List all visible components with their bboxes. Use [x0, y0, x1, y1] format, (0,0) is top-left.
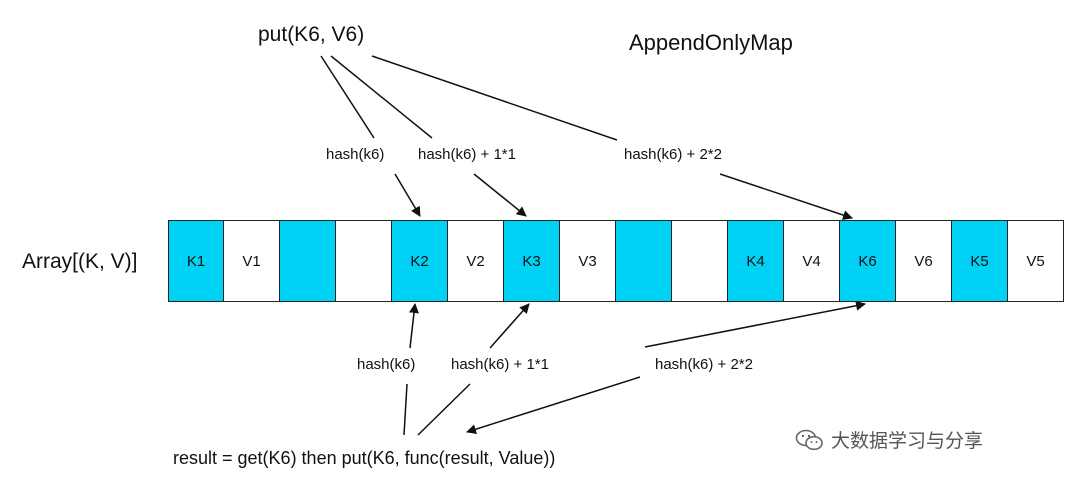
wechat-icon: [795, 429, 823, 450]
key-cell: [616, 220, 672, 302]
key-cell: K2: [392, 220, 448, 302]
bottom-hash-label-3: hash(k6) + 2*2: [655, 356, 753, 373]
key-cell: K5: [952, 220, 1008, 302]
hash3-to-result-arrow: [466, 376, 641, 435]
key-cell: K4: [728, 220, 784, 302]
top-hash-label-2: hash(k6) + 1*1: [418, 146, 516, 163]
put-to-hash1-line: [320, 55, 375, 139]
put-to-hash3-line: [371, 55, 618, 141]
value-cell: V6: [896, 220, 952, 302]
value-cell: V1: [224, 220, 280, 302]
key-cell: [280, 220, 336, 302]
key-cell: K3: [504, 220, 560, 302]
bottom-hash3-arrow-up: [644, 300, 866, 348]
key-cell: K1: [168, 220, 224, 302]
diagram-title: AppendOnlyMap: [629, 30, 793, 55]
top-hash-label-3: hash(k6) + 2*2: [624, 146, 722, 163]
value-cell: V5: [1008, 220, 1064, 302]
value-cell: V3: [560, 220, 616, 302]
result-expression: result = get(K6) then put(K6, func(resul…: [173, 448, 556, 468]
top-hash-label-1: hash(k6): [326, 146, 385, 163]
watermark-text: 大数据学习与分享: [831, 431, 984, 452]
put-to-hash2-line: [330, 55, 433, 139]
watermark: 大数据学习与分享: [795, 426, 983, 453]
bottom-hash2-arrow: [489, 303, 530, 349]
result-to-hash1-line: [403, 383, 408, 436]
key-cell: K6: [840, 220, 896, 302]
value-cell: [672, 220, 728, 302]
array-label: Array[(K, V)]: [22, 250, 138, 273]
bottom-hash-label-2: hash(k6) + 1*1: [451, 356, 549, 373]
value-cell: [336, 220, 392, 302]
put-call-label: put(K6, V6): [258, 23, 365, 46]
top-hash3-arrow: [719, 173, 853, 220]
top-hash1-arrow: [394, 173, 421, 217]
bottom-hash-label-1: hash(k6): [357, 356, 416, 373]
result-to-hash2-line: [417, 383, 471, 436]
value-cell: V2: [448, 220, 504, 302]
value-cell: V4: [784, 220, 840, 302]
top-hash2-arrow: [473, 173, 527, 217]
bottom-hash1-arrow: [409, 303, 419, 349]
